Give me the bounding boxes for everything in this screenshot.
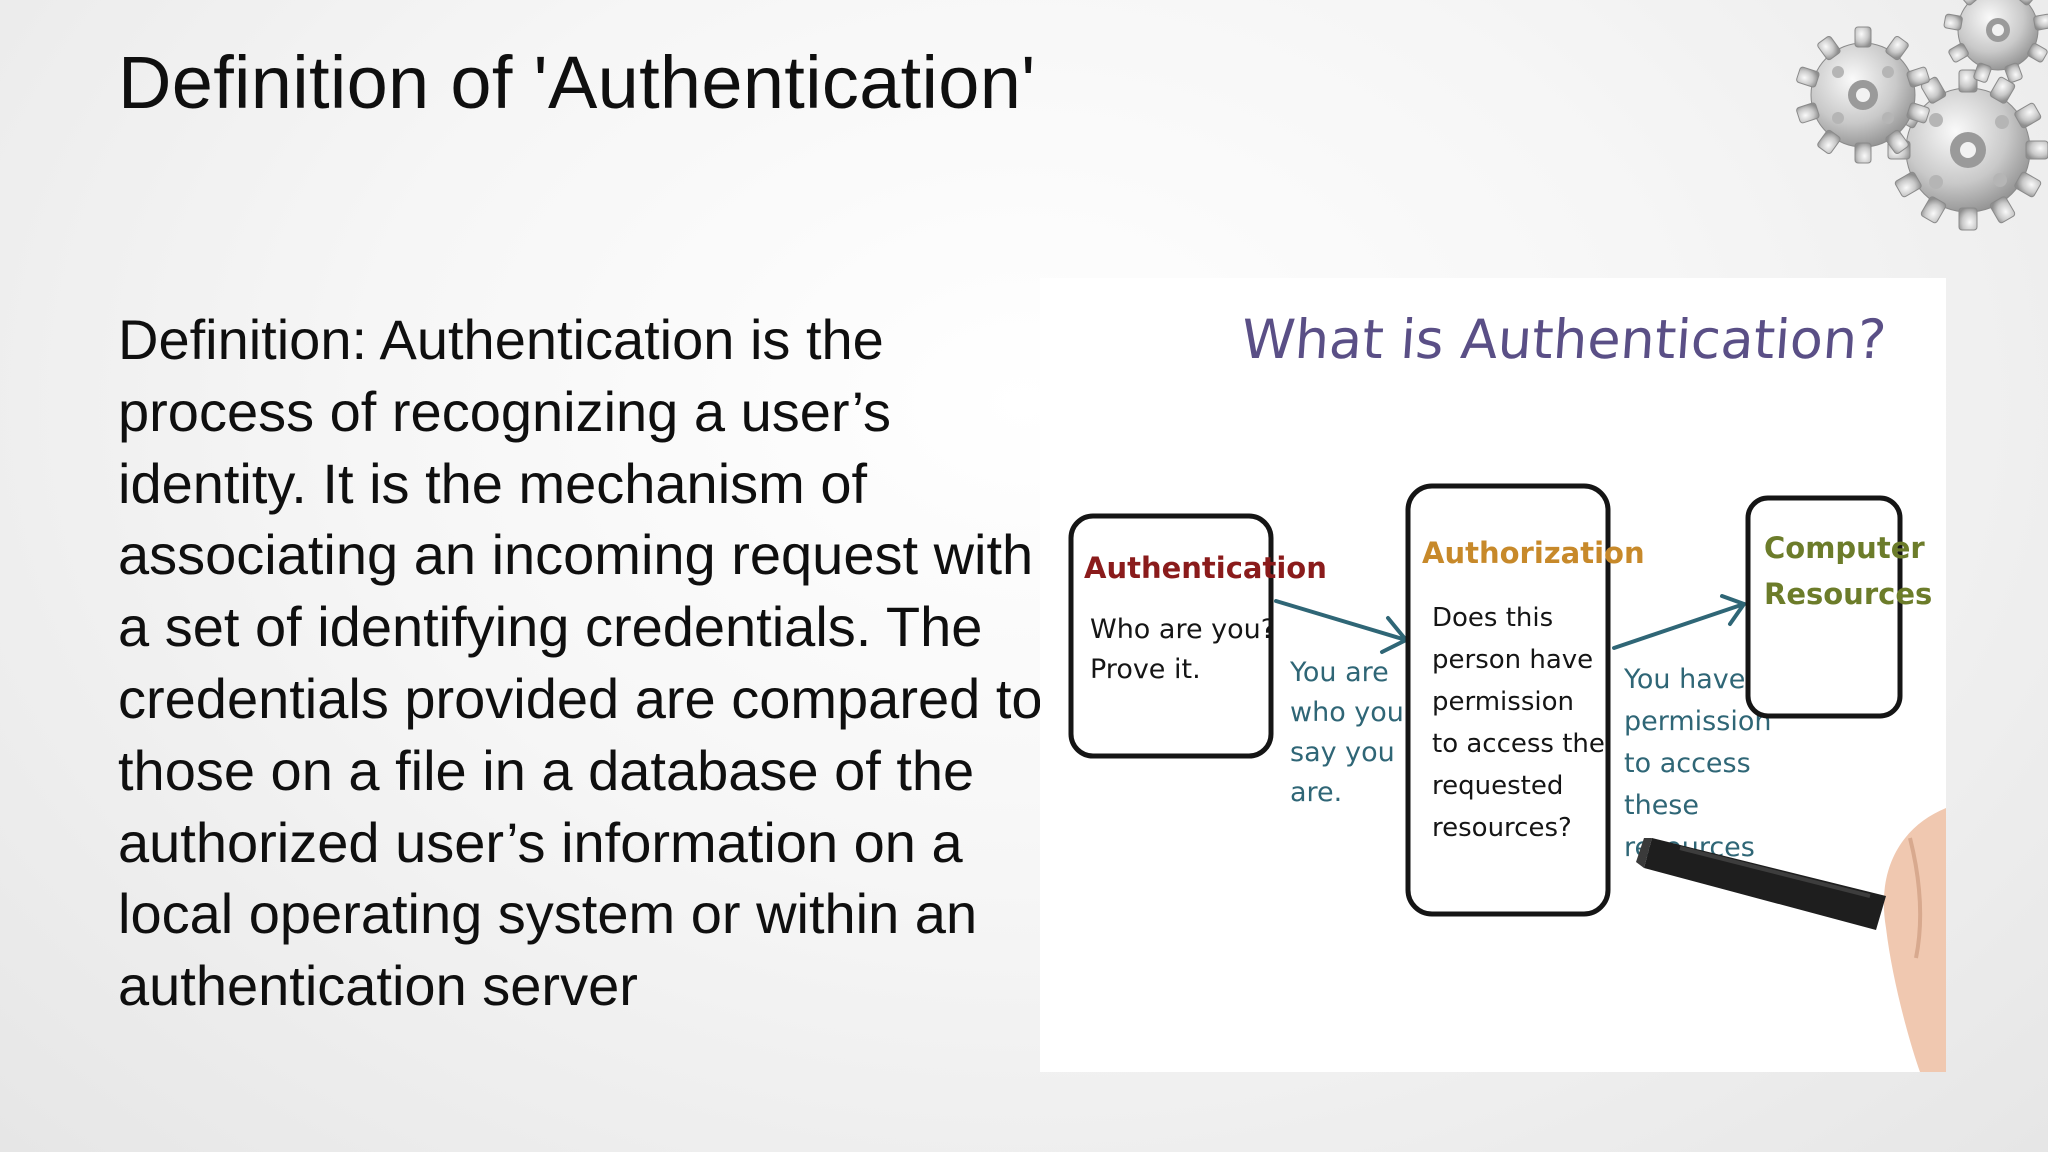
arrow-1-note-line: are.	[1290, 777, 1342, 808]
arrow-2-note-line: to access	[1624, 748, 1751, 779]
authorization-box-line: permission	[1432, 687, 1574, 717]
arrow-2-note-line: permission	[1624, 706, 1771, 737]
arrow-1-note-line: who you	[1290, 697, 1404, 728]
arrow-2-note: You have permission to access these reso…	[1623, 664, 1771, 863]
authentication-box	[1068, 513, 1274, 759]
arrow-1-note-line: say you	[1290, 737, 1395, 768]
slide-title: Definition of 'Authentication'	[118, 41, 1036, 124]
authorization-box-line: requested	[1432, 771, 1563, 801]
arrow-1-note-line: You are	[1289, 657, 1389, 688]
arrow-2-note-line: these	[1624, 790, 1699, 821]
gears-icon	[1795, 0, 2048, 231]
authorization-box-title: Authorization	[1422, 536, 1645, 570]
authentication-illustration: What is Authentication? Authentication W…	[1040, 278, 1946, 1072]
authentication-box-line: Who are you?	[1090, 614, 1275, 645]
resources-box-title: Computer	[1764, 531, 1925, 565]
definition-text: Definition: Authentication is the proces…	[118, 308, 1043, 1018]
illustration-heading: What is Authentication?	[1239, 308, 1888, 371]
authorization-box-line: person have	[1432, 645, 1593, 675]
authorization-box-line: Does this	[1432, 603, 1553, 633]
authentication-box-title: Authentication	[1084, 551, 1327, 585]
resources-box-title: Resources	[1764, 577, 1932, 611]
authorization-box-line: to access the	[1432, 729, 1605, 759]
authorization-box-line: resources?	[1432, 813, 1572, 843]
authorization-box	[1405, 483, 1611, 917]
arrow-1-note: You are who you say you are.	[1289, 657, 1404, 808]
authentication-box-line: Prove it.	[1090, 654, 1201, 685]
arrow-2-note-line: You have	[1623, 664, 1745, 695]
arrow-2	[1612, 594, 1748, 650]
arrow-1	[1274, 599, 1410, 654]
marker-icon	[1636, 808, 1946, 1072]
resources-box	[1745, 495, 1903, 719]
